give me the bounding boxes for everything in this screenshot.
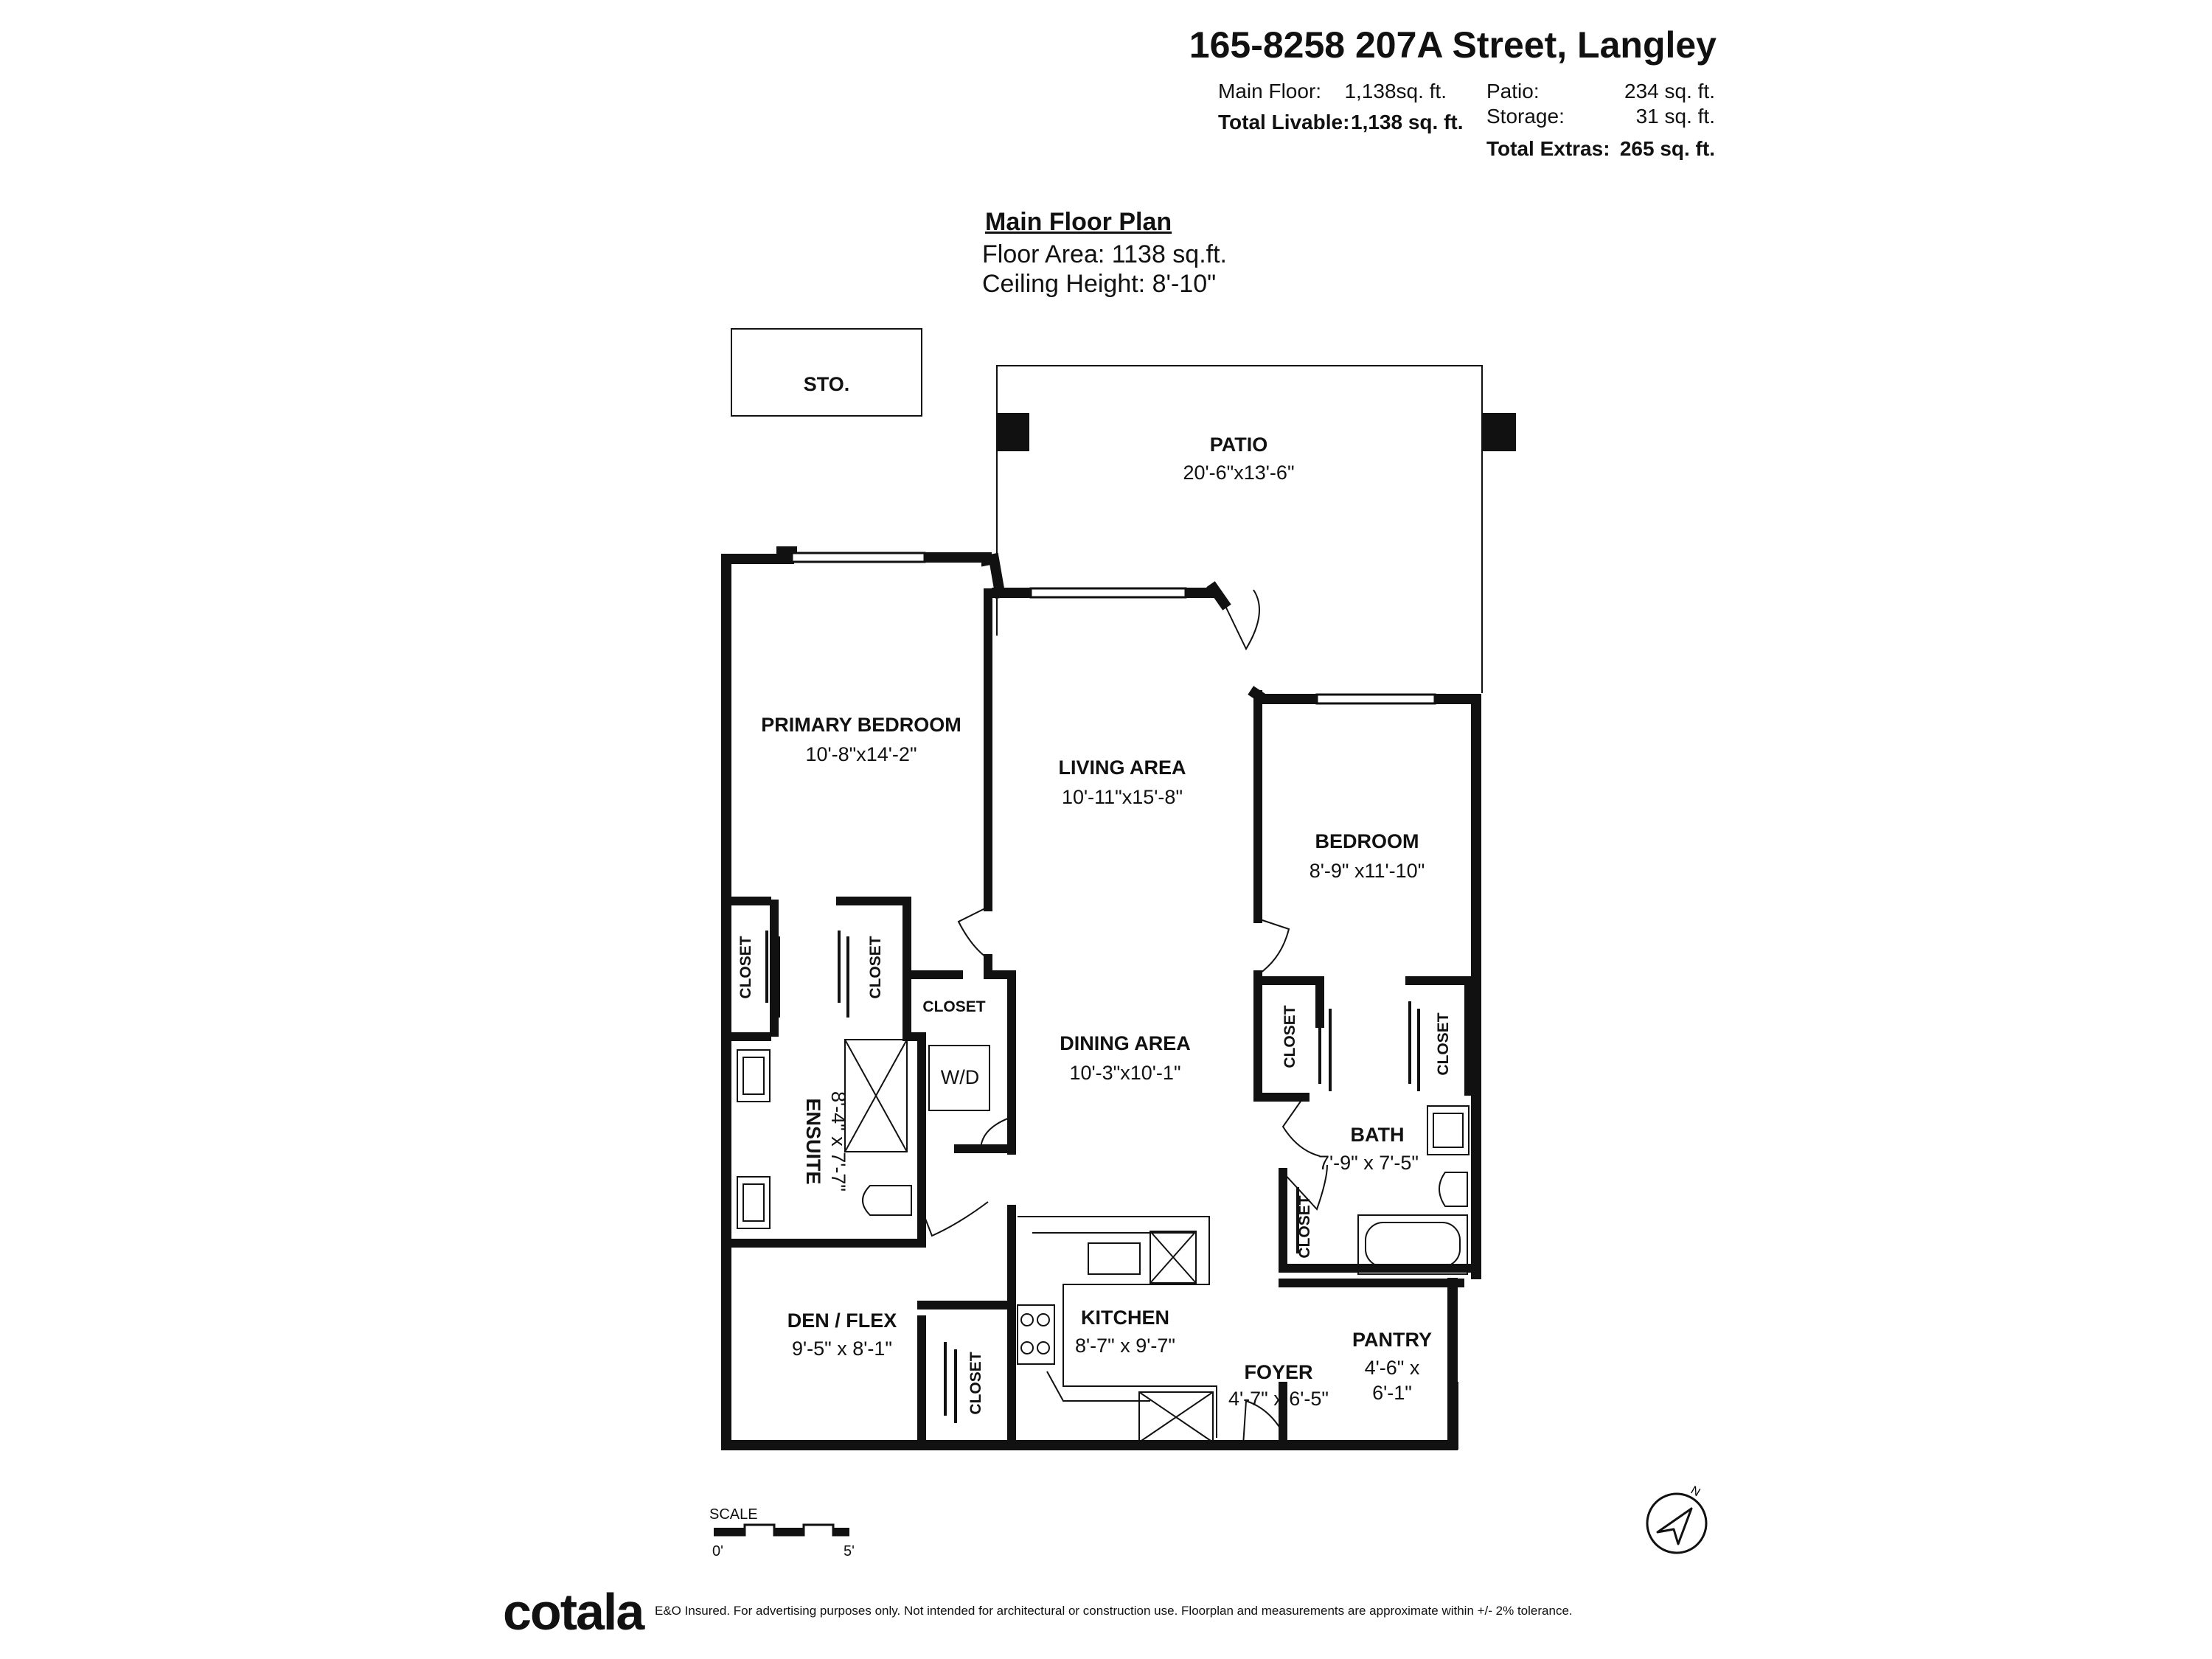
bath-dimensions: 7'-9" x 7'-5" [1318, 1152, 1419, 1174]
bath-fixtures [1357, 1105, 1470, 1275]
ensuite-label: ENSUITE [802, 1098, 824, 1184]
patio-label: Patio: [1486, 80, 1540, 102]
floor-area: Floor Area: 1138 sq.ft. [982, 240, 1227, 268]
total-extras-value: 265 sq. ft. [1619, 137, 1715, 160]
primary-bedroom-dimensions: 10'-8"x14'-2" [805, 743, 917, 765]
foyer-label: FOYER [1244, 1361, 1312, 1383]
patio-label: PATIO [1210, 434, 1268, 456]
kitchen-dimensions: 8'-7" x 9'-7" [1075, 1335, 1175, 1357]
plan-heading: Main Floor Plan [985, 208, 1172, 236]
primary-bedroom-label: PRIMARY BEDROOM [761, 714, 961, 736]
den-flex-dimensions: 9'-5" x 8'-1" [792, 1338, 892, 1360]
total-extras-label: Total Extras: [1486, 137, 1610, 160]
disclaimer-text: E&O Insured. For advertising purposes on… [655, 1604, 1573, 1618]
ensuite-fixtures [737, 1039, 912, 1229]
total-livable-value: 1,138 sq. ft. [1351, 111, 1464, 133]
total-extras-row: Total Extras: 265 sq. ft. [1486, 137, 1715, 161]
foyer-dimensions: 4'-7" x 6'-5" [1228, 1388, 1329, 1410]
ceiling-height: Ceiling Height: 8'-10" [982, 270, 1217, 298]
property-address: 165-8258 207A Street, Langley [1189, 24, 1717, 66]
brand-logo: cotala [503, 1583, 644, 1641]
stove-burners [1020, 1313, 1050, 1354]
washer-dryer-label: W/D [941, 1066, 979, 1088]
door-swings [921, 589, 1328, 1446]
kitchen-label: KITCHEN [1081, 1307, 1169, 1329]
scale-bar [714, 1523, 849, 1537]
patio-post-left [997, 413, 1029, 451]
total-livable-label: Total Livable: [1218, 111, 1350, 133]
closet-label-ensuite-right: CLOSET [867, 936, 884, 998]
bedroom-label: BEDROOM [1315, 830, 1419, 852]
pantry-dimensions-2: 6'-1" [1372, 1382, 1412, 1404]
storage-value: 31 sq. ft. [1635, 105, 1715, 128]
closet-label-bedroom-right: CLOSET [1435, 1012, 1452, 1075]
patio-value: 234 sq. ft. [1624, 80, 1715, 102]
bath-label: BATH [1351, 1124, 1405, 1146]
main-floor-value: 1,138sq. ft. [1344, 80, 1447, 102]
patio-row: Patio: 234 sq. ft. [1486, 80, 1715, 103]
dining-area-label: DINING AREA [1060, 1032, 1191, 1054]
main-floor-label: Main Floor: [1218, 80, 1322, 102]
closet-label-ensuite-left: CLOSET [737, 936, 754, 998]
closet-label-foyer: CLOSET [1296, 1195, 1313, 1258]
patio-dimensions: 20'-6"x13'-6" [1183, 462, 1294, 484]
washer-dryer-box [928, 1045, 990, 1111]
storage-outline [731, 328, 922, 417]
main-floor-row: Main Floor: 1,138sq. ft. [1218, 80, 1447, 103]
bedroom-dimensions: 8'-9" x11'-10" [1310, 860, 1425, 882]
storage-row: Storage: 31 sq. ft. [1486, 105, 1715, 128]
scale-label: SCALE [709, 1506, 758, 1523]
scale-start: 0' [712, 1543, 723, 1559]
patio-post-right [1482, 413, 1516, 451]
interior-walls [722, 588, 1481, 1450]
pantry-label: PANTRY [1352, 1329, 1432, 1351]
storage-label: Storage: [1486, 105, 1565, 128]
closet-label-den: CLOSET [967, 1352, 984, 1414]
scale-end: 5' [844, 1543, 855, 1559]
storage-label: STO. [804, 373, 850, 395]
living-area-label: LIVING AREA [1058, 757, 1186, 779]
den-flex-label: DEN / FLEX [787, 1310, 897, 1332]
total-livable-row: Total Livable:1,138 sq. ft. [1218, 111, 1464, 134]
closet-label-bedroom-left: CLOSET [1281, 1005, 1298, 1068]
north-arrow-icon [1646, 1492, 1708, 1554]
closet-label-hall: CLOSET [922, 998, 985, 1015]
ensuite-dimensions: 8'-4" x 7'-7" [827, 1091, 849, 1192]
closet-door-marks [765, 931, 1420, 1423]
windows [790, 552, 1436, 705]
living-area-dimensions: 10'-11"x15'-8" [1062, 786, 1183, 808]
patio-outline [996, 365, 1483, 693]
dining-area-dimensions: 10'-3"x10'-1" [1069, 1062, 1180, 1084]
pantry-dimensions-1: 4'-6" x [1365, 1357, 1420, 1379]
kitchen-counters [1017, 1216, 1217, 1443]
